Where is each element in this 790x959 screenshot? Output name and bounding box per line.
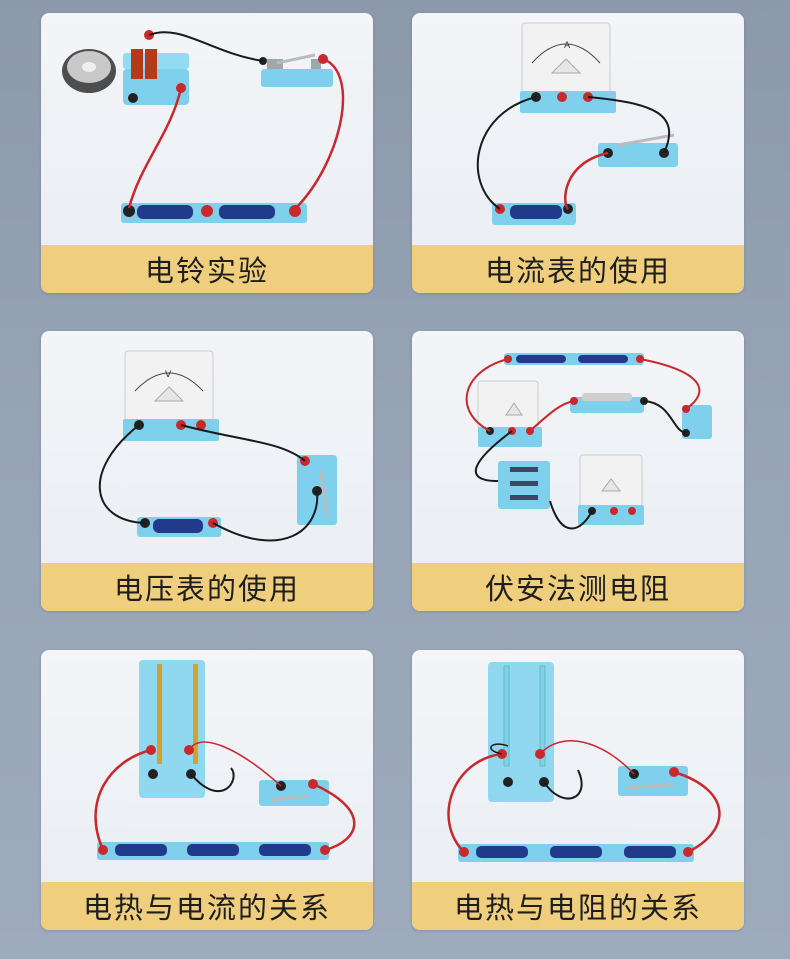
svg-text:A: A [564,41,571,51]
resistance-circuit-image [465,353,712,530]
heat-resistance-circuit-image [447,662,721,862]
experiment-card-bell[interactable]: 电铃实验 [41,13,373,293]
svg-text:V: V [165,370,172,380]
experiment-card-heat-resistance[interactable]: 电热与电阻的关系 [412,650,744,930]
experiment-title: 电热与电阻的关系 [412,882,744,930]
experiment-title: 电热与电流的关系 [41,882,373,930]
ammeter-circuit-image: A [476,22,678,225]
experiment-card-voltmeter[interactable]: V 电压表的使用 [41,331,373,611]
heat-current-circuit-image [94,660,356,860]
experiment-title: 电铃实验 [41,245,373,293]
bell-circuit-image [62,30,345,223]
experiment-title: 电流表的使用 [412,245,744,293]
voltmeter-circuit-image: V [99,350,337,542]
experiment-card-ammeter[interactable]: A 电流表的使用 [412,13,744,293]
experiment-card-heat-current[interactable]: 电热与电流的关系 [41,650,373,930]
experiment-card-resistance[interactable]: 伏安法测电阻 [412,331,744,611]
experiment-title: 电压表的使用 [41,563,373,611]
experiment-title: 伏安法测电阻 [412,563,744,611]
